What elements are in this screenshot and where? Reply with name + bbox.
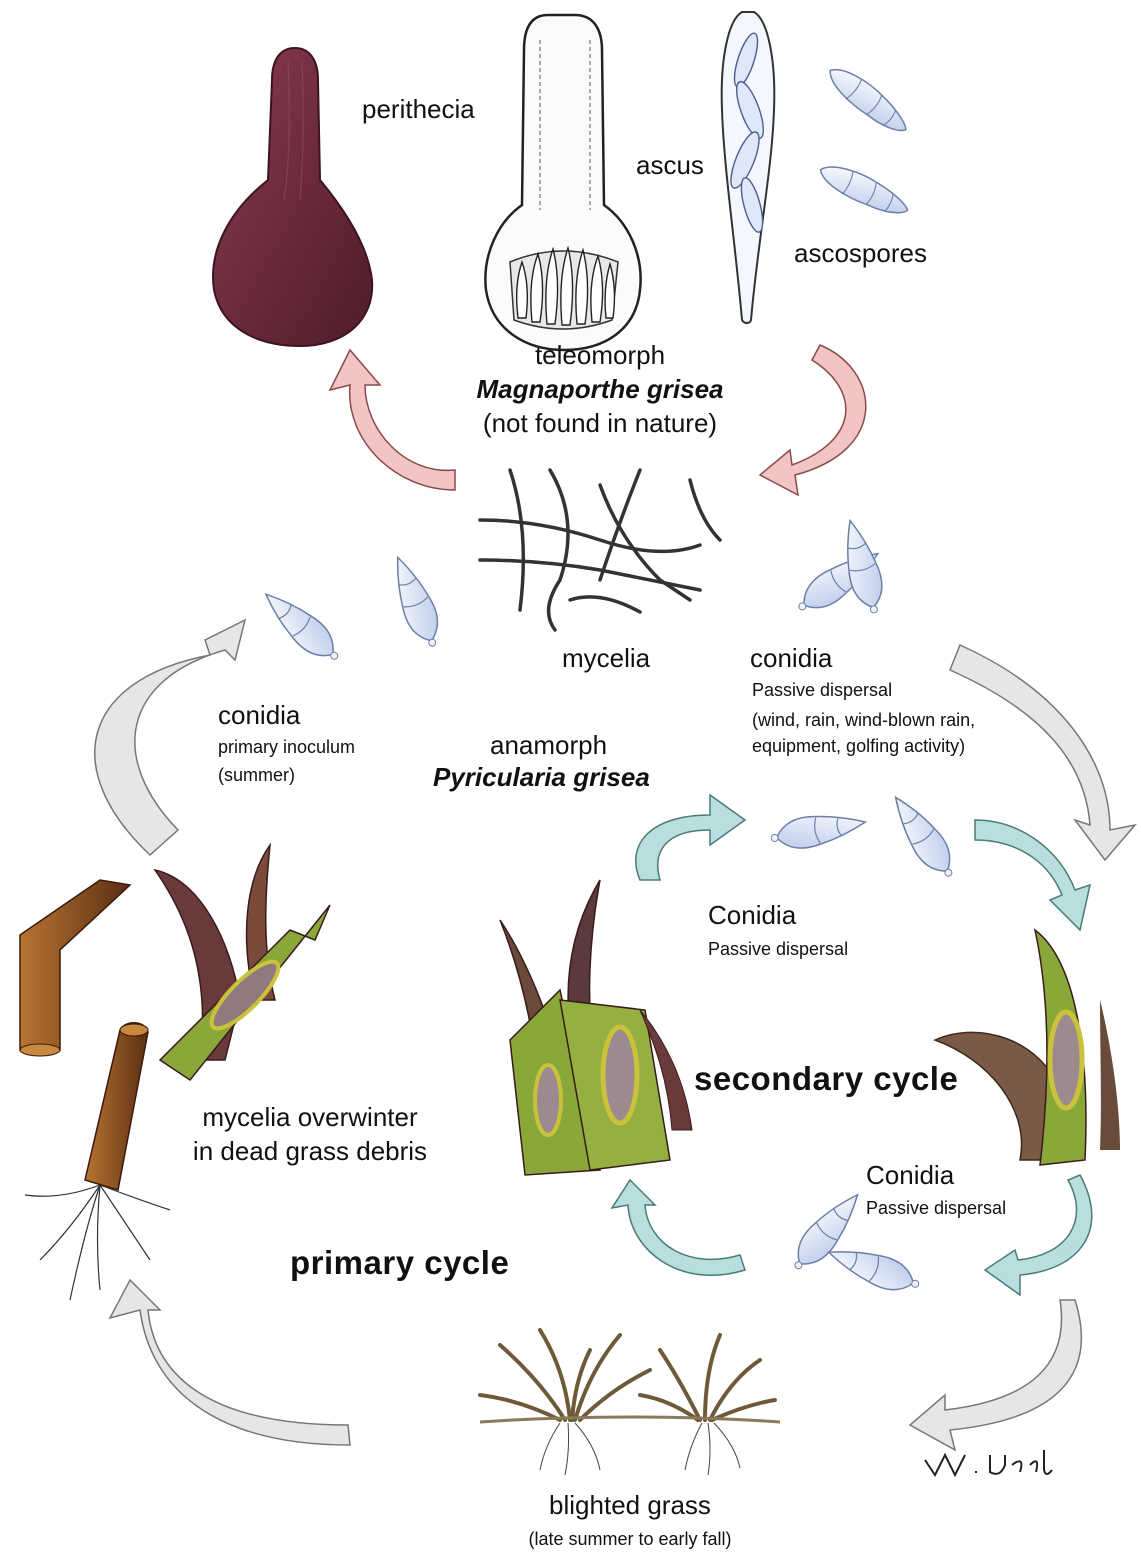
label-passive-details-1: (wind, rain, wind-blown rain, (752, 707, 975, 733)
label-perithecia: perithecia (362, 94, 475, 125)
label-summer: (summer) (218, 762, 295, 788)
infected-leaves-center (500, 880, 692, 1175)
grass-debris-illustration (20, 880, 170, 1300)
mycelia-illustration (480, 470, 720, 630)
perithecium-section-illustration (485, 15, 640, 350)
label-teleomorph-note: (not found in nature) (430, 408, 770, 439)
infected-leaves-left (155, 845, 330, 1080)
label-anamorph: anamorph (490, 730, 607, 761)
label-overwinter-2: in dead grass debris (160, 1136, 460, 1167)
label-anamorph-name: Pyricularia grisea (433, 762, 650, 793)
infected-leaves-right (935, 930, 1120, 1165)
label-teleomorph: teleomorph (460, 340, 740, 371)
label-overwinter-1: mycelia overwinter (160, 1102, 460, 1133)
label-blighted-grass: blighted grass (480, 1490, 780, 1521)
conidia-illustrations (256, 517, 963, 1300)
artist-signature (925, 1450, 1052, 1475)
label-conidia-secondary-1: Conidia (708, 900, 796, 931)
label-ascus: ascus (636, 150, 704, 181)
label-passive-dispersal: Passive dispersal (752, 677, 892, 703)
blighted-grass-illustration (480, 1330, 780, 1475)
label-conidia-primary: conidia (218, 700, 300, 731)
label-passive-dispersal-3: Passive dispersal (866, 1195, 1006, 1221)
ascospores-illustration (815, 60, 914, 222)
arrow-blighted-to-debris (110, 1280, 350, 1445)
perithecium-illustration (213, 48, 372, 346)
label-secondary-cycle: secondary cycle (694, 1060, 958, 1098)
ascus-illustration (722, 12, 775, 323)
label-blighted-season: (late summer to early fall) (470, 1526, 790, 1552)
label-ascospores: ascospores (794, 238, 927, 269)
label-conidia-passive: conidia (750, 643, 832, 674)
label-teleomorph-name: Magnaporthe grisea (430, 374, 770, 405)
arrow-to-blighted-grass (910, 1300, 1081, 1450)
label-mycelia: mycelia (562, 643, 650, 674)
label-conidia-secondary-2: Conidia (866, 1160, 954, 1191)
label-passive-details-2: equipment, golfing activity) (752, 733, 965, 759)
label-primary-inoculum: primary inoculum (218, 734, 355, 760)
label-passive-dispersal-2: Passive dispersal (708, 936, 848, 962)
arrow-to-mycelia (760, 345, 866, 495)
label-primary-cycle: primary cycle (290, 1244, 509, 1282)
